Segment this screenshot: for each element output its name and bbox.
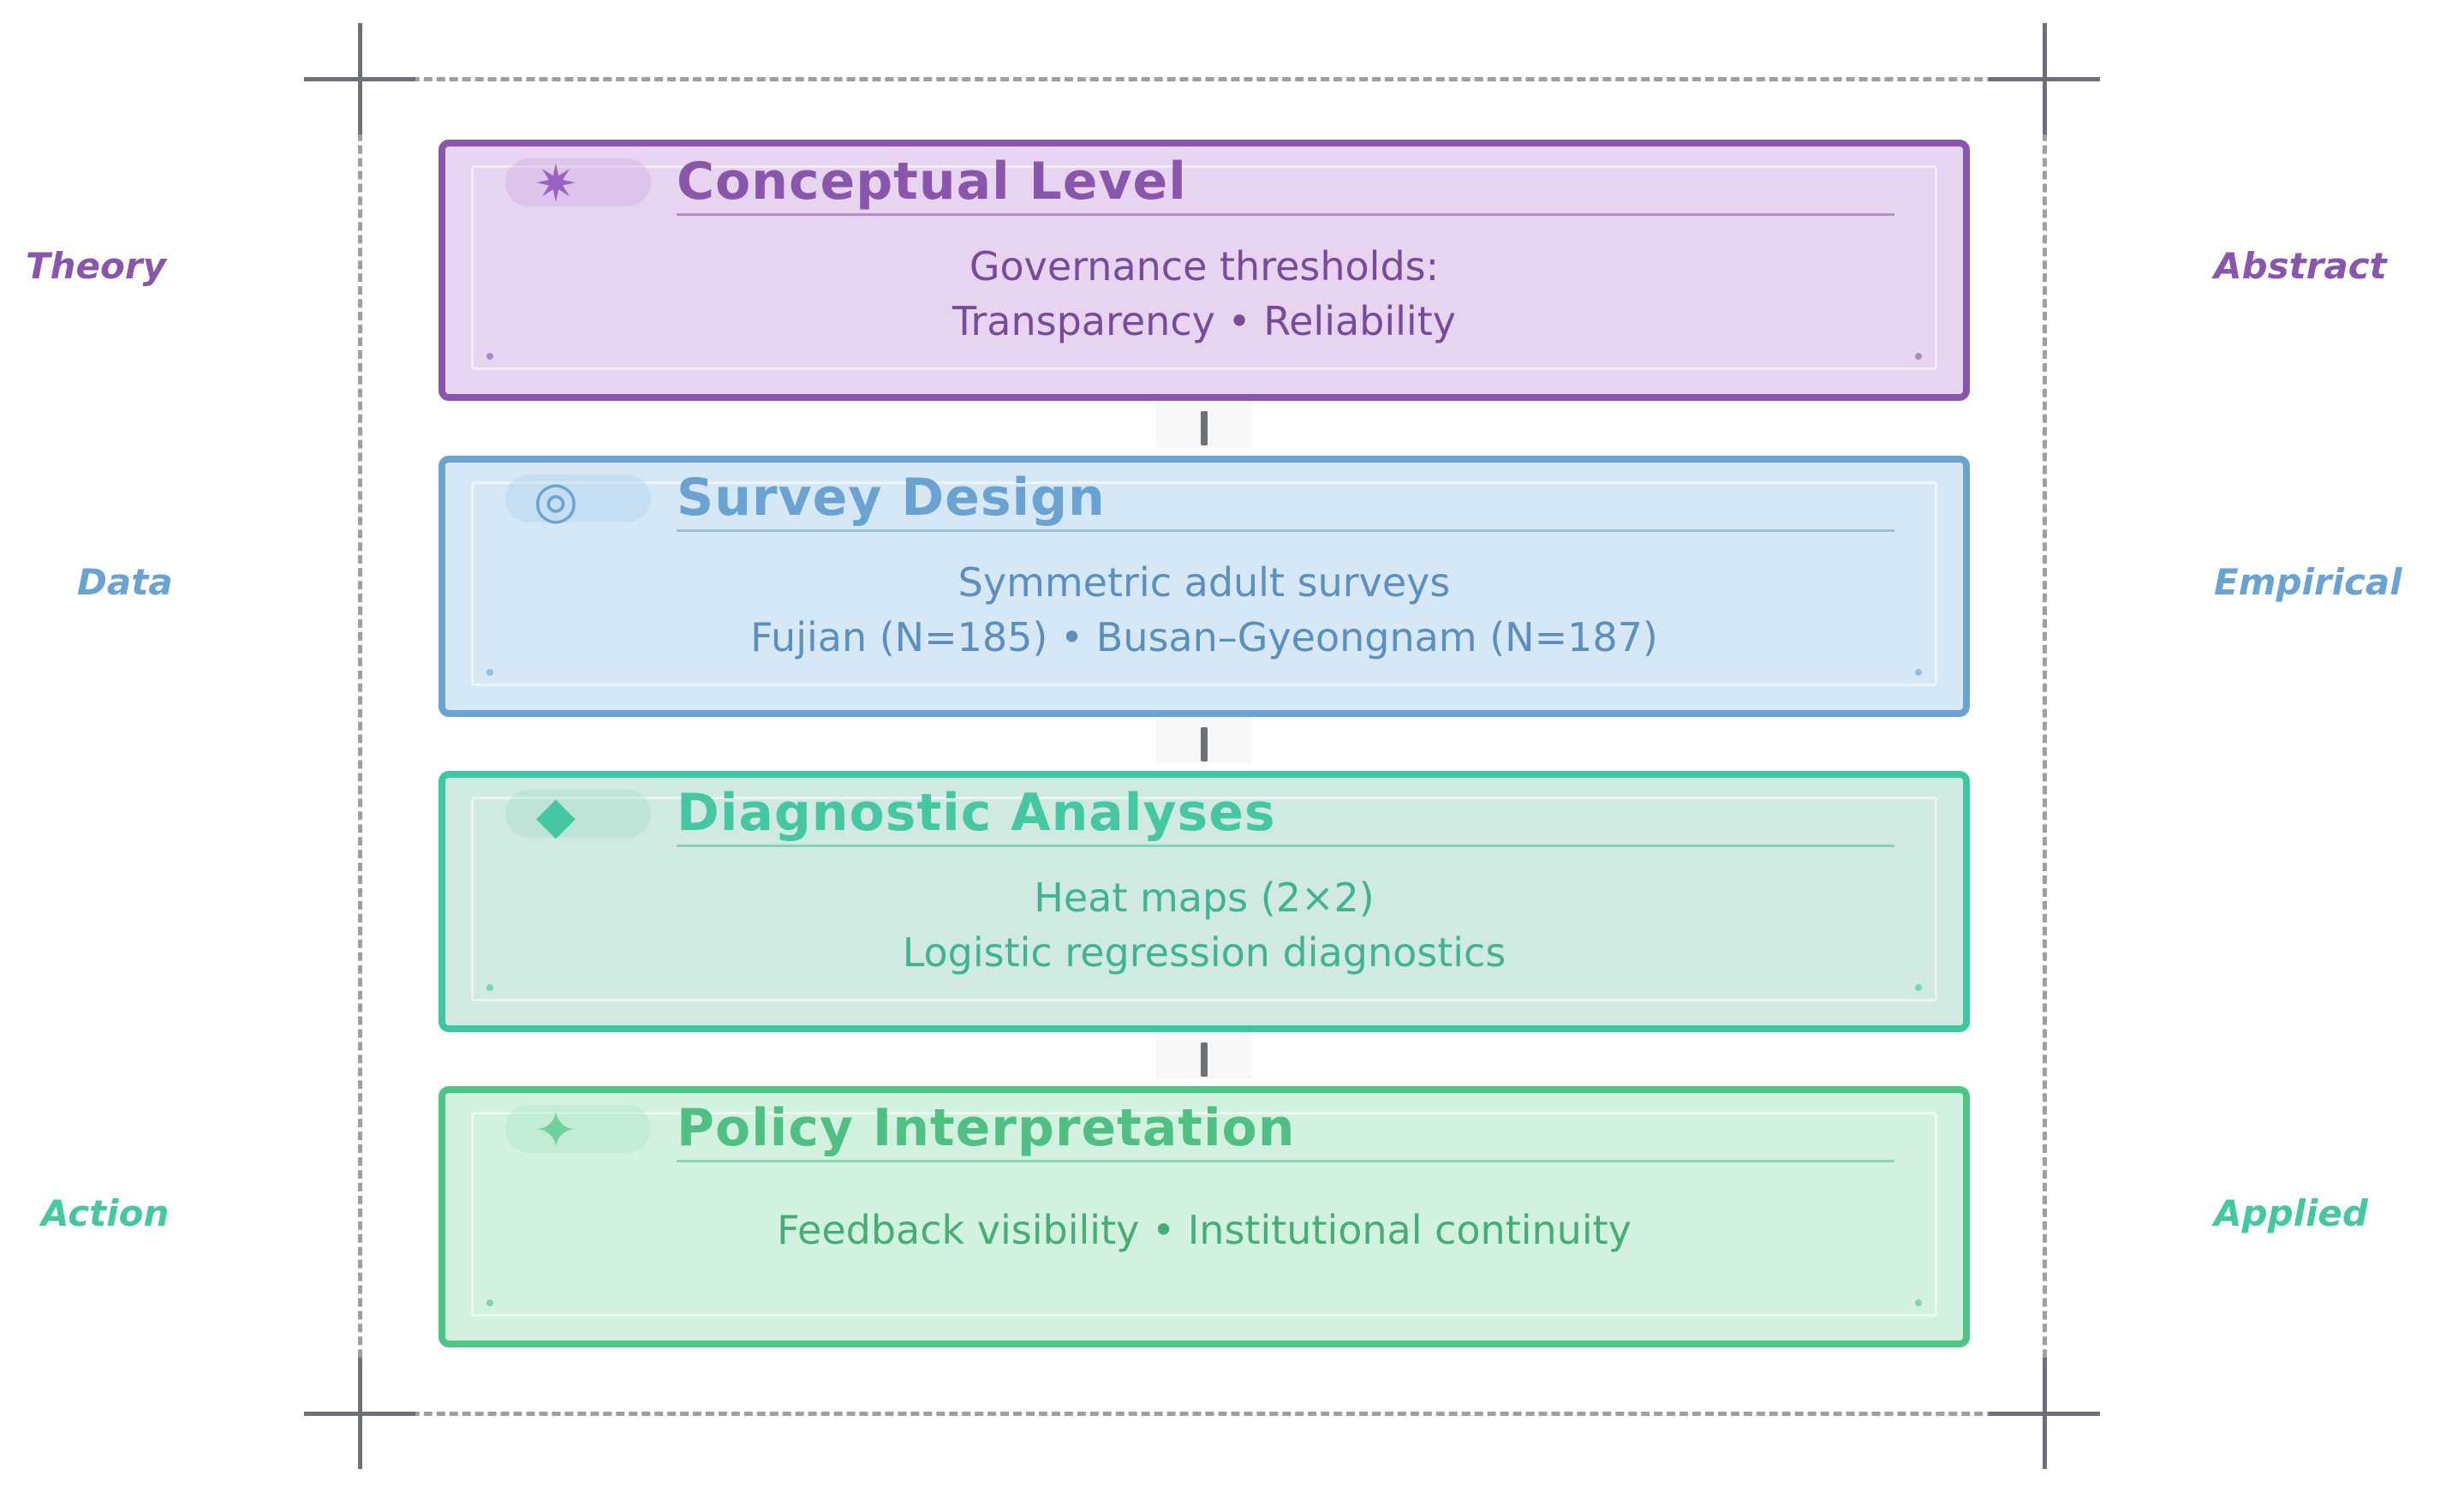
corner-dot xyxy=(1915,984,1922,991)
tier-body: Symmetric adult surveys Fujian (N=185) •… xyxy=(445,555,1963,665)
connector-arrow xyxy=(1201,411,1208,445)
right-label-empirical: Empirical xyxy=(2214,561,2402,603)
tier-header-band xyxy=(505,1105,651,1153)
right-label-abstract: Abstract xyxy=(2214,245,2387,287)
tier-header-band xyxy=(505,158,651,206)
tier-diagnostic-analyses: ◆ Diagnostic Analyses Heat maps (2×2) Lo… xyxy=(439,771,1970,1032)
corner-dot xyxy=(486,1299,493,1306)
tier-conceptual-level: ✷ Conceptual Level Governance thresholds… xyxy=(439,140,1970,401)
tier-body-line: Governance thresholds: xyxy=(969,243,1440,290)
left-label-action: Action xyxy=(41,1192,170,1234)
tier-survey-design: ◎ Survey Design Symmetric adult surveys … xyxy=(439,456,1970,717)
tier-title-rule xyxy=(677,1160,1894,1162)
tier-body-line: Transparency • Reliability xyxy=(952,298,1456,344)
tier-body: Feedback visibility • Institutional cont… xyxy=(445,1203,1963,1257)
tier-header-band xyxy=(505,475,651,523)
crosshair-icon xyxy=(1989,1358,2100,1469)
corner-dot xyxy=(486,984,493,991)
crosshair-icon xyxy=(304,23,415,134)
crosshair-icon xyxy=(304,1358,415,1469)
corner-dot xyxy=(486,353,493,360)
corner-dot xyxy=(1915,353,1922,360)
tier-body-line: Feedback visibility • Institutional cont… xyxy=(777,1207,1632,1253)
tier-body: Heat maps (2×2) Logistic regression diag… xyxy=(445,870,1963,980)
left-label-theory: Theory xyxy=(26,245,166,287)
tier-header-band xyxy=(505,790,651,838)
gear-icon: ✷ xyxy=(534,154,578,214)
tier-title-rule xyxy=(677,845,1894,847)
corner-dot xyxy=(486,669,493,676)
tier-inner-frame xyxy=(471,797,1937,1001)
tier-title: Conceptual Level xyxy=(677,152,1187,212)
diamond-icon: ◆ xyxy=(535,785,576,845)
tier-inner-frame xyxy=(471,481,1937,686)
frame-right-dashed xyxy=(2043,43,2047,1448)
star-icon: ✦ xyxy=(534,1101,578,1161)
tier-inner-frame xyxy=(471,165,1937,370)
tier-body-line: Symmetric adult surveys xyxy=(958,559,1451,606)
tier-inner-frame xyxy=(471,1112,1937,1317)
frame-top-dashed xyxy=(360,77,2047,81)
corner-dot xyxy=(1915,669,1922,676)
crosshair-icon xyxy=(1989,23,2100,134)
left-label-data: Data xyxy=(77,561,173,603)
target-icon: ◎ xyxy=(533,470,579,530)
tier-body-line: Fujian (N=185) • Busan–Gyeongnam (N=187) xyxy=(750,614,1658,660)
tier-title: Diagnostic Analyses xyxy=(677,783,1276,843)
tier-policy-interpretation: ✦ Policy Interpretation Feedback visibil… xyxy=(439,1086,1970,1347)
connector-arrow xyxy=(1201,727,1208,761)
tier-title-rule xyxy=(677,213,1894,216)
tier-body: Governance thresholds: Transparency • Re… xyxy=(445,239,1963,349)
tier-title: Survey Design xyxy=(677,468,1106,528)
tier-title-rule xyxy=(677,529,1894,532)
tier-title: Policy Interpretation xyxy=(677,1098,1296,1158)
corner-dot xyxy=(1915,1299,1922,1306)
connector-arrow xyxy=(1201,1042,1208,1077)
frame-bottom-dashed xyxy=(360,1412,2047,1416)
right-label-applied: Applied xyxy=(2214,1192,2368,1234)
tier-body-line: Heat maps (2×2) xyxy=(1034,875,1375,921)
tier-body-line: Logistic regression diagnostics xyxy=(902,929,1506,976)
frame-left-dashed xyxy=(358,43,362,1448)
